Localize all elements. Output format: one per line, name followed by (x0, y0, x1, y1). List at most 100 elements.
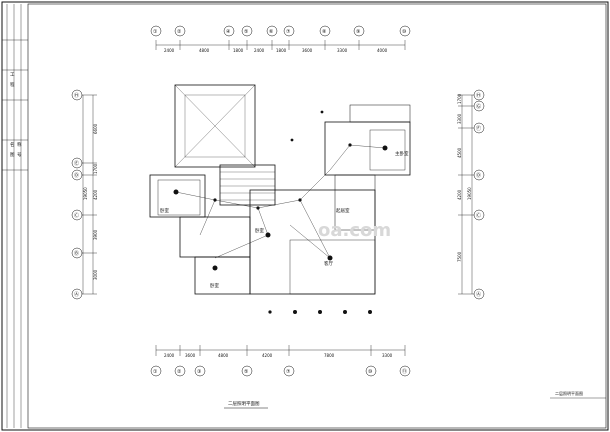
svg-text:⑪: ⑪ (402, 368, 407, 375)
living-hall (249, 189, 376, 295)
dim-label: 7500 (457, 251, 462, 262)
axis-bubble: Ⓐ (473, 288, 485, 300)
axis-bubble: Ⓐ (71, 288, 83, 300)
dim-label: 6600 (93, 123, 98, 134)
bedroom-southwest (179, 216, 251, 258)
balcony (349, 104, 411, 123)
top-dimension-chain (155, 40, 406, 50)
axis-bubble: Ⓓ (473, 169, 485, 181)
side-panel: 工 程 名 称 图 号 (2, 4, 28, 428)
ceiling-light (327, 255, 333, 261)
bath-east (369, 129, 406, 171)
svg-text:Ⓖ: Ⓖ (476, 103, 481, 110)
svg-text:Ⓓ: Ⓓ (476, 172, 481, 179)
svg-text:③: ③ (197, 369, 201, 375)
dim-label: 3300 (382, 353, 393, 358)
svg-text:Ⓔ: Ⓔ (74, 160, 79, 167)
ceiling-light (265, 232, 271, 238)
svg-text:Ⓐ: Ⓐ (74, 291, 79, 298)
axis-bubble: ⑦ (283, 25, 295, 37)
exterior-light (368, 310, 372, 314)
svg-text:⑤: ⑤ (244, 29, 248, 35)
top-dimension-labels: 2400 4800 1800 2400 1800 3600 3300 4000 (164, 48, 388, 53)
dim-label: 3000 (93, 269, 98, 280)
title-block-note: 二层照明平面图 (555, 390, 583, 396)
east-room (334, 174, 376, 231)
ceiling-light (212, 265, 218, 271)
dim-label: 3600 (302, 48, 313, 53)
dim-label: 4500 (457, 147, 462, 158)
svg-text:Ⓑ: Ⓑ (74, 250, 79, 257)
axis-bubble: ⑥ (266, 25, 278, 37)
axis-bubble: ⑤ (241, 25, 253, 37)
lighting-wiring (175, 144, 386, 259)
axis-bubble: ④ (223, 25, 235, 37)
dim-label: 1700 (457, 93, 462, 104)
svg-text:Ⓒ: Ⓒ (74, 212, 79, 219)
right-axis-bubbles: Ⓗ Ⓖ Ⓕ Ⓓ Ⓒ Ⓐ (473, 89, 485, 300)
svg-text:②: ② (177, 369, 182, 375)
drawing-title: 二层照明平面图 (228, 401, 260, 407)
dim-label: 2400 (254, 48, 265, 53)
svg-text:⑨: ⑨ (356, 29, 360, 35)
light-fixtures (173, 110, 388, 314)
svg-text:①: ① (153, 369, 158, 375)
svg-text:⑩: ⑩ (368, 369, 373, 375)
axis-bubble: Ⓑ (71, 247, 83, 259)
axis-bubble: ① (150, 365, 162, 377)
ceiling-light (213, 198, 217, 202)
room-label: 客厅 (324, 260, 333, 267)
exterior-light (318, 310, 322, 314)
watermark: oa.com (318, 220, 391, 241)
left-dimension-chain (79, 94, 97, 295)
dim-label: 3900 (93, 229, 98, 240)
exterior-light (268, 310, 272, 314)
dim-label: 3600 (185, 353, 196, 358)
ceiling-light (256, 206, 260, 210)
axis-bubble: Ⓖ (473, 100, 485, 112)
dim-label: 1700 (93, 163, 98, 174)
room-label: 卧室 (160, 207, 169, 214)
axis-bubble: ② (174, 25, 186, 37)
building-walls (149, 84, 411, 295)
side-panel-text-2: 名 (10, 141, 15, 148)
dim-total: 19050 (83, 187, 88, 200)
svg-text:⑥: ⑥ (269, 29, 274, 35)
room-label: 主卧室 (395, 150, 409, 157)
svg-text:④: ④ (226, 29, 231, 35)
svg-text:Ⓓ: Ⓓ (74, 172, 79, 179)
svg-text:⑧: ⑧ (322, 29, 327, 35)
axis-bubble: Ⓗ (473, 89, 485, 101)
dim-label: 3300 (457, 113, 462, 124)
axis-bubble: Ⓕ (473, 122, 485, 134)
bedroom-west-inner (157, 179, 201, 216)
svg-text:⑩: ⑩ (402, 29, 407, 35)
axis-bubble: ⑨ (353, 25, 365, 37)
axis-bubble: ② (174, 365, 186, 377)
side-panel-text-5: 号 (17, 152, 22, 158)
exterior-light (290, 138, 294, 142)
bottom-dimension-labels: 2400 3600 4800 4200 7800 3300 (164, 353, 393, 358)
right-dimension-labels: 1700 3300 4500 4200 7500 19050 (457, 93, 472, 262)
axis-bubble: ⑧ (319, 25, 331, 37)
axis-bubble: ⑪ (399, 365, 411, 377)
ceiling-light (382, 145, 388, 151)
exterior-light (293, 310, 297, 314)
axis-bubble: ⑤ (241, 365, 253, 377)
axis-bubble: ③ (194, 365, 206, 377)
axis-bubble: Ⓔ (71, 157, 83, 169)
svg-text:Ⓕ: Ⓕ (476, 125, 481, 132)
svg-text:Ⓗ: Ⓗ (74, 92, 79, 99)
dim-label: 2400 (164, 48, 175, 53)
axis-bubble: ① (150, 25, 162, 37)
side-panel-text-0: 工 (10, 72, 15, 78)
dim-label: 1800 (233, 48, 244, 53)
dim-label: 1800 (276, 48, 287, 53)
right-dimension-chain (458, 94, 476, 295)
dim-label: 4800 (218, 353, 229, 358)
svg-text:Ⓒ: Ⓒ (476, 212, 481, 219)
side-panel-text-1: 程 (10, 81, 15, 88)
dim-total: 19050 (467, 187, 472, 200)
svg-text:Ⓐ: Ⓐ (476, 291, 481, 298)
